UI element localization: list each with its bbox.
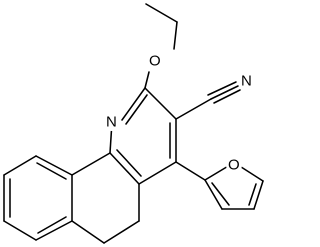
nitrile-nitrogen-label: N — [241, 73, 252, 90]
bond-c6a-c7 — [35, 220, 73, 241]
ethoxy-oxygen-mask — [146, 52, 164, 70]
bond-c10a-c10b — [71, 152, 111, 176]
bond-nitrile-triple-1 — [210, 85, 239, 100]
bond-c10-c10a — [35, 155, 73, 176]
pyridine-nitrogen-mask — [103, 113, 121, 131]
bond-n-c2 — [121, 87, 146, 121]
bond-furan-c3-c2-inner — [211, 182, 230, 206]
furan-oxygen-label: O — [228, 157, 240, 174]
molecule-structure-diagram: O N N O — [3, 3, 264, 244]
bond-ethyl-to-oxygen — [173, 21, 178, 50]
bond-furan-c5-c4-inner — [248, 183, 257, 206]
bond-furan-o-c5 — [237, 164, 264, 182]
bond-furan-c2-o — [204, 164, 231, 181]
bond-oxygen-to-ring — [144, 71, 150, 89]
bond-furan-c5-c4 — [253, 180, 264, 210]
bond-n-c2-inner — [125, 94, 148, 125]
bond-c4a-c10b-inner — [116, 149, 142, 177]
bond-c6-c6a — [71, 220, 105, 244]
bond-nitrile-triple-3 — [213, 89, 241, 104]
bond-c9-c10 — [3, 155, 37, 176]
bond-c2-c3 — [144, 87, 177, 120]
bond-c4a-c10b — [109, 152, 140, 185]
bond-c5-c6 — [103, 220, 140, 244]
furan-oxygen-mask — [226, 157, 242, 173]
nitrile-nitrogen-mask — [238, 72, 256, 90]
bond-c7-c8 — [3, 220, 37, 241]
pyridine-nitrogen-label: N — [106, 114, 117, 131]
bond-c4-to-furan — [175, 161, 206, 181]
bond-nitrile-triple-2 — [207, 81, 237, 96]
bond-c10-c10a-inner — [36, 162, 67, 180]
bond-ethyl-terminal — [145, 3, 178, 23]
ethoxy-oxygen-label: O — [149, 53, 161, 70]
bond-c4-c4a — [138, 161, 177, 185]
bond-c6a-c7-inner — [37, 216, 67, 234]
bond-furan-c3-c2 — [204, 179, 223, 210]
bond-nitrile-single — [175, 98, 212, 120]
